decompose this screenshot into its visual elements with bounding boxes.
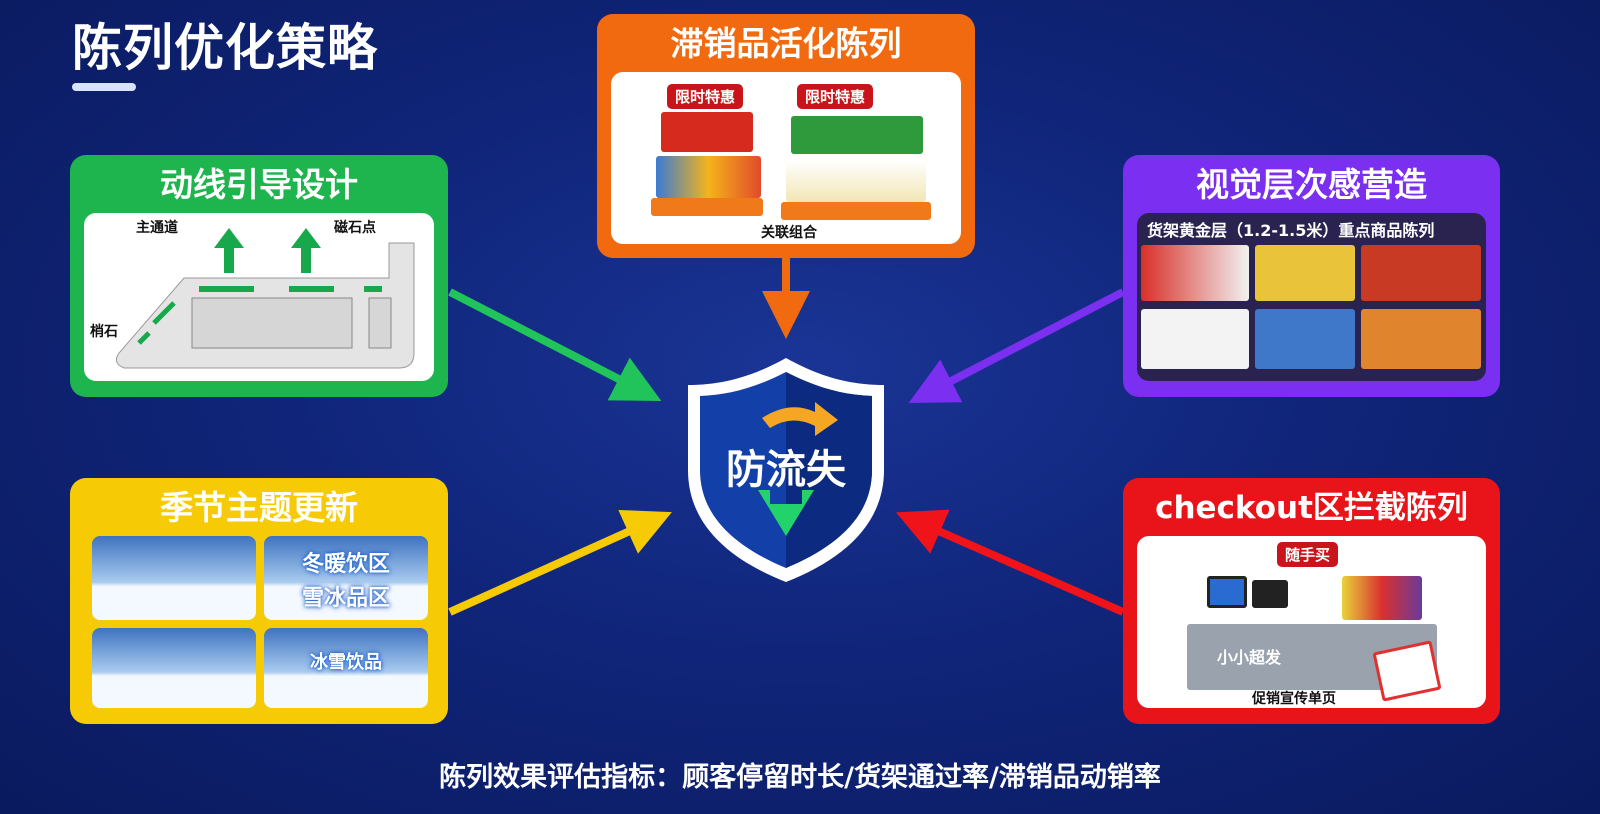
tile-ice-drinks: 冰雪饮品	[310, 652, 382, 673]
caption-promo-flyer: 促销宣传单页	[1252, 691, 1336, 707]
snow-scene-image	[92, 628, 256, 708]
card-checkout-interception: checkout区拦截陈列 随手买 小小超发 促销宣传单页	[1123, 478, 1500, 724]
tag-limited-offer-right: 限时特惠	[797, 84, 874, 109]
store-brand: 小小超发	[1217, 648, 1282, 667]
checkout-counter-image: 随手买 小小超发 促销宣传单页	[1137, 536, 1486, 708]
evaluation-metrics: 陈列效果评估指标：顾客停留时长/货架通过率/滞销品动销率	[439, 762, 1161, 793]
ice-drinks-display: 冰雪饮品	[264, 628, 428, 708]
store-floorplan-image: 主通道 磁石点 梢石	[84, 213, 434, 381]
title-underline	[72, 83, 136, 91]
card-slow-mover-activation: 滞销品活化陈列 限时特惠 限时特惠 关联组合	[597, 14, 975, 258]
card-title: 季节主题更新	[160, 488, 358, 527]
card-title: 视觉层次感营造	[1196, 165, 1427, 204]
label-magnet-point: 磁石点	[334, 220, 376, 236]
arrow-flow	[448, 288, 662, 402]
card-title: 滞销品活化陈列	[670, 24, 902, 63]
caption-bundle: 关联组合	[761, 225, 817, 241]
winter-scene-image	[92, 536, 256, 620]
tag-limited-offer-left: 限时特惠	[667, 84, 744, 109]
arrow-checkout	[896, 509, 1125, 616]
card-visual-hierarchy: 视觉层次感营造 货架黄金层（1.2-1.5米）重点商品陈列	[1123, 155, 1500, 397]
shield-icon	[688, 358, 884, 582]
seasonal-images: 冬暖饮区 雪冰品区 冰雪饮品	[84, 536, 434, 708]
tag-impulse-buy: 随手买	[1277, 542, 1339, 567]
arrow-visual	[908, 288, 1125, 404]
card-seasonal-theme: 季节主题更新 冬暖饮区 雪冰品区 冰雪饮品	[70, 478, 448, 724]
arrow-season	[448, 509, 672, 616]
card-title: 动线引导设计	[160, 165, 358, 204]
promo-shelves-image: 限时特惠 限时特惠 关联组合	[611, 72, 961, 244]
winter-drinks-banner: 冬暖饮区 雪冰品区	[264, 536, 428, 620]
card-flow-guidance: 动线引导设计 主通道 磁石点 梢石	[70, 155, 448, 397]
page-title: 陈列优化策略	[72, 19, 378, 77]
card-title: checkout区拦截陈列	[1155, 490, 1468, 526]
tile-winter-drinks: 冬暖饮区	[301, 552, 390, 577]
golden-shelf-subtitle: 货架黄金层（1.2-1.5米）重点商品陈列	[1147, 221, 1435, 240]
floorplan-diagram	[115, 228, 415, 369]
label-main-aisle: 主通道	[136, 220, 178, 236]
tile-ice-products: 雪冰品区	[301, 586, 390, 611]
center-label: 防流失	[726, 447, 846, 493]
golden-shelf-image: 货架黄金层（1.2-1.5米）重点商品陈列	[1137, 213, 1486, 381]
label-corner: 梢石	[90, 324, 118, 340]
